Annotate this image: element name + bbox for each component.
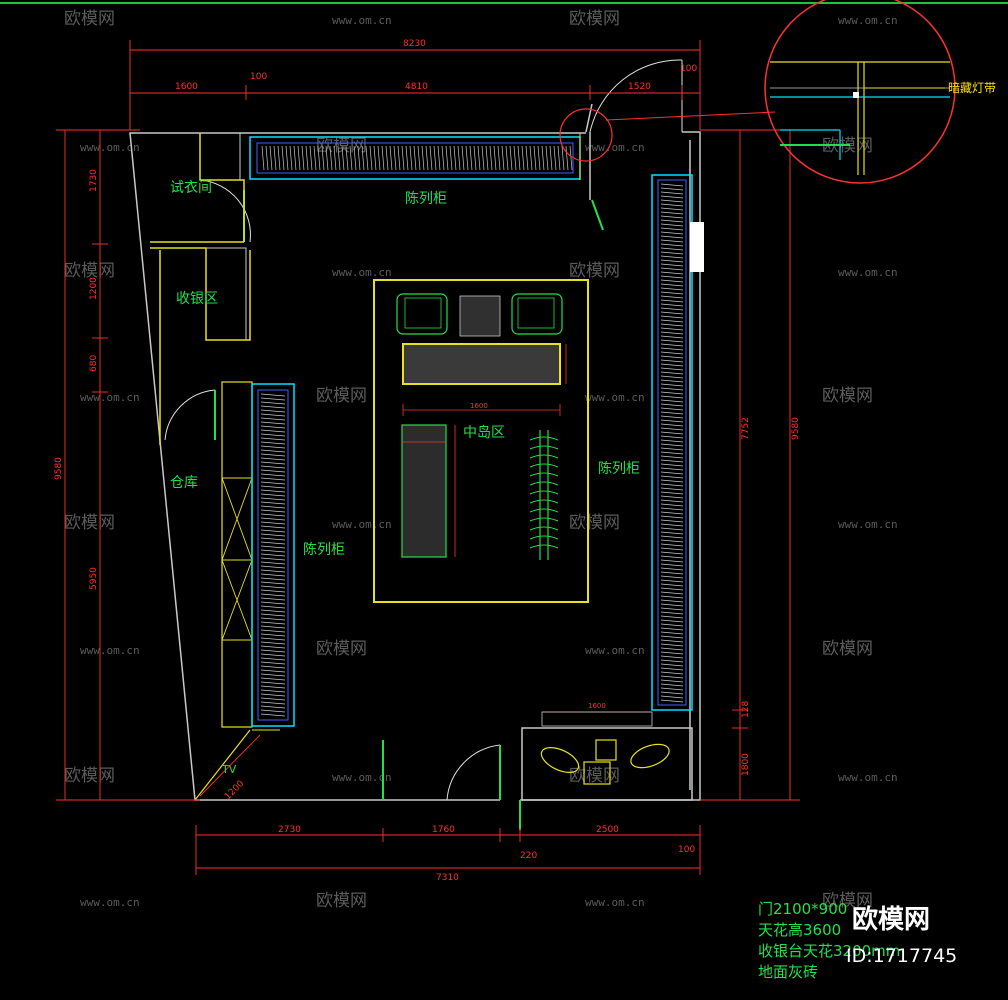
dim-right-a: 7752 <box>741 417 751 440</box>
window-panel <box>690 222 704 272</box>
watermark-url: www.om.cn <box>838 266 898 279</box>
watermark-url: www.om.cn <box>585 644 645 657</box>
watermarks: 欧模网 www.om.cn 欧模网 www.om.cn www.om.cn 欧模网 www.… <box>64 9 898 911</box>
dim-top-d: 1520 <box>628 82 651 92</box>
watermark-url: www.om.cn <box>80 896 140 909</box>
watermark-url: www.om.cn <box>80 391 140 404</box>
watermark-url: www.om.cn <box>332 518 392 531</box>
brand-logo-text: 欧模网 <box>852 904 930 935</box>
dim-table-w: 1600 <box>588 702 606 710</box>
note-door: 门2100*900 <box>758 900 847 918</box>
dim-top-b: 100 <box>250 72 267 82</box>
watermark-url: www.om.cn <box>80 644 140 657</box>
dim-left-c: 680 <box>89 355 99 372</box>
watermark-brand: 欧模网 <box>569 261 620 281</box>
watermark-brand: 欧模网 <box>316 891 367 911</box>
note-cashier-ceiling: 收银台天花3200mm <box>758 942 900 960</box>
watermark-brand: 欧模网 <box>569 766 620 786</box>
dim-bottom-a: 2730 <box>278 825 301 835</box>
fitting-door-arc <box>199 179 251 243</box>
label-display-top: 陈列柜 <box>405 190 447 207</box>
right-display-cabinet <box>651 174 704 711</box>
label-tv: TV <box>221 763 237 776</box>
watermark-brand: 欧模网 <box>316 386 367 406</box>
watermark-url: www.om.cn <box>332 14 392 27</box>
island-area <box>373 279 589 603</box>
label-cashier: 收银区 <box>176 291 218 307</box>
dimension-lines <box>56 40 800 875</box>
watermark-brand: 欧模网 <box>569 9 620 29</box>
dim-bottom-d: 220 <box>520 851 537 861</box>
dim-top-total: 8230 <box>403 39 426 49</box>
watermark-url: www.om.cn <box>585 141 645 154</box>
watermark-brand: 欧模网 <box>64 513 115 533</box>
fitting-room <box>150 133 245 243</box>
id-label: ID:1717745 <box>846 945 957 967</box>
dim-island-w: 1600 <box>470 402 488 410</box>
left-display-cabinet <box>194 381 295 801</box>
watermark-brand: 欧模网 <box>822 639 873 659</box>
dim-left-total: 9580 <box>54 457 64 480</box>
note-floor: 地面灰砖 <box>758 963 818 981</box>
entrance-door-arc <box>589 59 683 133</box>
clothes-rack <box>539 430 549 560</box>
dim-diag: 1200 <box>223 779 246 802</box>
watermark-brand: 欧模网 <box>569 513 620 533</box>
warehouse-door-arc <box>164 389 216 441</box>
watermark-url: www.om.cn <box>80 141 140 154</box>
cashier-counter <box>150 247 251 445</box>
note-ceiling: 天花高3600 <box>758 921 841 939</box>
front-door-arc <box>446 744 501 801</box>
watermark-brand: 欧模网 <box>316 639 367 659</box>
watermark-brand: 欧模网 <box>64 766 115 786</box>
label-hidden-light: 暗藏灯带 <box>948 80 996 95</box>
dim-left-b: 1200 <box>89 277 99 300</box>
label-fitting-room: 试衣间 <box>170 180 212 196</box>
watermark-url: www.om.cn <box>838 518 898 531</box>
top-display-cabinet <box>239 133 581 180</box>
watermark-brand: 欧模网 <box>64 9 115 29</box>
dim-right-b: 1800 <box>741 753 751 776</box>
dim-top-e: 100 <box>680 64 697 74</box>
watermark-brand: 欧模网 <box>64 261 115 281</box>
dim-bottom-b: 1760 <box>432 825 455 835</box>
dim-right-total: 9580 <box>791 417 801 440</box>
bottom-seating <box>521 711 693 801</box>
dim-bottom-e: 100 <box>678 845 695 855</box>
dim-top-a: 1600 <box>175 82 198 92</box>
watermark-grid: 欧模网 www.om.cn 欧模网 www.om.cn www.om.cn 欧模网 www.… <box>64 9 898 911</box>
label-warehouse: 仓库 <box>170 475 198 491</box>
watermark-brand: 欧模网 <box>822 891 873 911</box>
detail-callout <box>559 0 956 184</box>
dim-right-c: 128 <box>741 701 751 718</box>
watermark-url: www.om.cn <box>838 14 898 27</box>
watermark-url: www.om.cn <box>585 391 645 404</box>
label-island: 中岛区 <box>463 425 505 441</box>
watermark-url: www.om.cn <box>332 771 392 784</box>
dim-bottom-total: 7310 <box>436 873 459 883</box>
warehouse-shelf <box>221 477 253 641</box>
watermark-url: www.om.cn <box>838 771 898 784</box>
dim-left-a: 1730 <box>89 169 99 192</box>
watermark-url: www.om.cn <box>332 266 392 279</box>
dim-left-d: 5950 <box>89 567 99 590</box>
dim-bottom-c: 2500 <box>596 825 619 835</box>
outer-wall <box>129 132 586 801</box>
doors <box>164 59 683 801</box>
watermark-url: www.om.cn <box>585 896 645 909</box>
label-display-right: 陈列柜 <box>598 460 640 477</box>
label-display-left: 陈列柜 <box>303 541 345 558</box>
watermark-brand: 欧模网 <box>822 386 873 406</box>
dim-top-c: 4810 <box>405 82 428 92</box>
